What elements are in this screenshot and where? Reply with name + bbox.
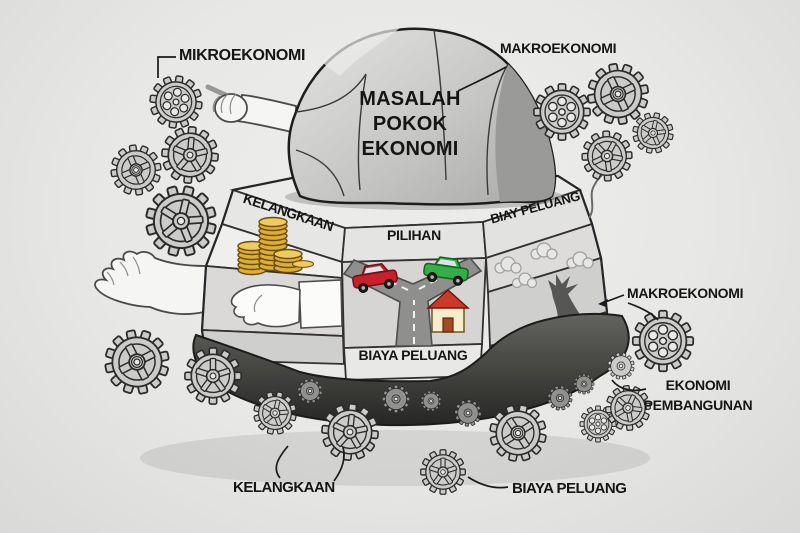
label-kelangkaan-bottom: KELANGKAAN: [233, 479, 335, 496]
label-ekonomi-pembangunan: EKONOMI PEMBANGUNAN: [630, 375, 766, 415]
label-makroekonomi-right: MAKROEKONOMI: [627, 285, 744, 301]
label-ekonomi-line1: EKONOMI: [665, 377, 731, 393]
cloud-icon: [494, 242, 594, 289]
gear-icon: [573, 122, 640, 189]
label-biaya-peluang-bottom: BIAYA PELUANG: [512, 480, 627, 497]
panel-label-pilihan: PILIHAN: [387, 227, 441, 243]
ground-shadow: [140, 430, 650, 486]
rock-title-line3: EKONOMI: [361, 138, 459, 160]
giving-hand-icon: [230, 279, 343, 329]
gear-icon: [104, 138, 169, 203]
gear-icon: [160, 125, 221, 186]
gear-icon: [147, 73, 206, 132]
boulder-icon: [287, 27, 557, 206]
gear-cluster-top-left: [104, 73, 224, 264]
label-mikroekonomi-top: MIKROEKONOMI: [179, 47, 306, 64]
open-hand-icon: [94, 250, 207, 315]
rock-title-line2: POKOK: [372, 113, 448, 135]
leader-line: [467, 476, 509, 489]
label-makroekonomi-top: MAKROEKONOMI: [500, 40, 617, 56]
leader-line: [627, 302, 659, 321]
gear-icon: [633, 311, 693, 371]
leader-line: [157, 56, 176, 78]
leader-line: [611, 379, 647, 392]
leader-line: [333, 446, 345, 482]
arrowhead: [598, 299, 608, 307]
label-ekonomi-line2: PEMBANGUNAN: [643, 397, 753, 413]
green-car-icon: [423, 256, 469, 286]
wrench-hand-icon: [205, 84, 297, 135]
panel-label-biaya-peluang-strip: BIAYA PELUANG: [358, 347, 468, 363]
leader-line: [275, 445, 289, 479]
rock-title: MASALAH POKOK EKONOMI: [330, 87, 490, 162]
gear-icon: [97, 322, 177, 402]
house-icon: [426, 288, 470, 333]
rock-title-line1: MASALAH: [359, 88, 461, 110]
leader-line: [457, 66, 507, 92]
red-car-icon: [352, 262, 398, 293]
leader-lines: [157, 56, 659, 489]
